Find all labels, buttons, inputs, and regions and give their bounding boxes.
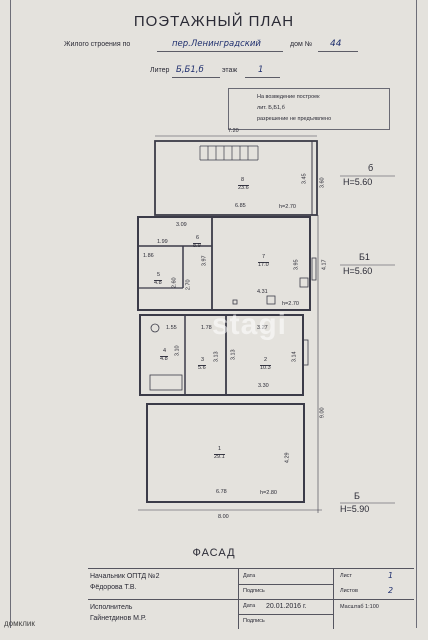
dim-r2-top: 3.27 xyxy=(257,325,268,331)
dim-r3-height: 3.13 xyxy=(213,351,220,363)
sheet-label: Лист xyxy=(340,573,352,579)
dim-b-right1: 3.45 xyxy=(301,173,308,185)
liter-label: Литер xyxy=(150,67,170,74)
dim-r7-height: 3.97 xyxy=(201,255,208,267)
street-value: пер.Ленинградский xyxy=(172,39,261,49)
sign-label-1: Подпись xyxy=(243,588,265,594)
dim-r7-width: 4.31 xyxy=(257,289,268,295)
sheet-border xyxy=(10,0,417,628)
dim-r1-height: 4.29 xyxy=(284,452,291,464)
dim-r1-room-height: h=2.80 xyxy=(260,490,277,496)
room-4-area: 4.8 xyxy=(160,356,168,362)
name-2: Гайнетдинов М.Р. xyxy=(90,615,147,622)
block-b1-height: H=5.60 xyxy=(343,266,373,276)
block-b-letter: Б xyxy=(354,491,360,501)
room-4-number: 4 xyxy=(163,348,167,354)
dim-r2-width: 3.30 xyxy=(258,383,269,389)
dim-main-right: 9.00 xyxy=(319,407,326,419)
dim-r1-width: 6.78 xyxy=(216,489,227,495)
room-8-number: 8 xyxy=(241,177,245,183)
stamp-line-1: На возведение построек xyxy=(257,94,320,100)
dim-b-bottom: 6.85 xyxy=(235,203,246,209)
facade-label: ФАСАД xyxy=(192,547,236,559)
room-5-area: 4.8 xyxy=(154,280,162,286)
dim-r4-height: 3.10 xyxy=(174,345,181,357)
domklik-logo: домклик xyxy=(4,619,35,628)
stamp-line-3: разрешение не предъявлено xyxy=(257,116,332,122)
scale-label: Масштаб 1:100 xyxy=(340,604,379,610)
date-value: 20.01.2016 г. xyxy=(266,603,307,610)
dim-r3-top: 1.78 xyxy=(201,325,212,331)
dim-r3-height2: 3.13 xyxy=(230,349,237,361)
dim-b-right2: 3.60 xyxy=(319,177,326,189)
room-2-number: 2 xyxy=(264,357,268,363)
sheet-value: 1 xyxy=(388,571,394,580)
dim-b1-right: 4.17 xyxy=(321,259,328,271)
room-3-number: 3 xyxy=(201,357,205,363)
floor-label: этаж xyxy=(222,67,238,74)
room-7-number: 7 xyxy=(262,254,266,260)
dim-r5-height: 2.60 xyxy=(171,277,178,289)
room-8-area: 23.6 xyxy=(238,185,249,191)
sheets-value: 2 xyxy=(388,586,394,595)
dim-r5-height2: 2.70 xyxy=(185,279,192,291)
room-6-area: 8.9 xyxy=(193,243,201,249)
block-b-height: H=5.90 xyxy=(340,504,370,514)
room-2-area: 10.3 xyxy=(260,365,271,371)
room-7-area: 17.0 xyxy=(258,262,269,268)
name-1: Фёдорова Т.В. xyxy=(90,584,137,591)
role-1: Начальник ОПТД №2 xyxy=(90,573,160,580)
dim-bottom: 8.00 xyxy=(218,514,229,520)
block-b-small-letter: б xyxy=(368,163,374,173)
floor-value: 1 xyxy=(258,65,264,75)
house-number: 44 xyxy=(330,39,342,49)
role-2: Исполнитель xyxy=(90,604,133,611)
dim-r2-height: 3.14 xyxy=(291,351,298,363)
dim-r6-width: 1.99 xyxy=(157,239,168,245)
permit-stamp: На возведение построек лит. Б,Б1,б разре… xyxy=(228,88,390,130)
object-type-label: Жилого строения по xyxy=(64,41,131,48)
room-5-number: 5 xyxy=(157,272,161,278)
signature-block: Начальник ОПТД №2 Фёдорова Т.В. Исполнит… xyxy=(88,568,414,629)
room-1-area: 29.1 xyxy=(214,454,225,460)
liter-value: Б,Б1,б xyxy=(176,65,204,75)
dim-r7-height2: 3.95 xyxy=(293,259,300,271)
dim-top: 7.20 xyxy=(228,128,239,134)
sheets-label: Листов xyxy=(340,588,358,594)
room-1-number: 1 xyxy=(218,446,222,452)
room-6-number: 6 xyxy=(196,235,200,241)
watermark: stagi xyxy=(212,308,288,341)
date-label-2: Дата xyxy=(243,603,256,609)
dim-b-height: h=2.70 xyxy=(279,204,296,210)
sign-label-2: Подпись xyxy=(243,618,265,624)
house-label: дом № xyxy=(290,41,313,48)
dim-r5-width: 1.86 xyxy=(143,253,154,259)
date-label-1: Дата xyxy=(243,573,256,579)
dim-r4-top: 1.55 xyxy=(166,325,177,331)
dim-r7-room-height: h=2.70 xyxy=(282,301,299,307)
stamp-line-2: лит. Б,Б1,б xyxy=(257,105,285,111)
room-3-area: 5.6 xyxy=(198,365,206,371)
page-title: ПОЭТАЖНЫЙ ПЛАН xyxy=(133,13,295,30)
block-b1-letter: Б1 xyxy=(359,252,370,262)
dim-b1-top: 3.09 xyxy=(176,222,187,228)
block-b-small-height: H=5.60 xyxy=(343,177,373,187)
